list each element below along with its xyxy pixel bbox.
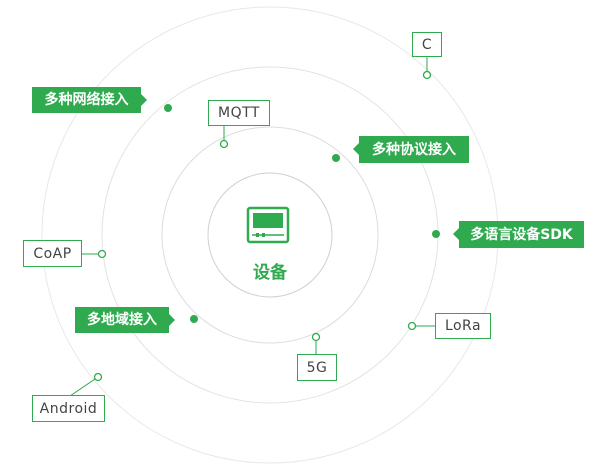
mqtt-dot bbox=[221, 141, 228, 148]
multi-region-notch bbox=[169, 314, 175, 326]
monitor-device-icon bbox=[248, 208, 288, 242]
multi-lang-sdk-dot bbox=[432, 230, 440, 238]
lora-dot bbox=[409, 323, 416, 330]
android-connector bbox=[70, 377, 98, 396]
coap-tag: CoAP bbox=[23, 240, 82, 267]
lora-tag: LoRa bbox=[435, 313, 491, 339]
multi-protocol-dot bbox=[332, 154, 340, 162]
multi-region-dot bbox=[190, 315, 198, 323]
multi-network-tag: 多种网络接入 bbox=[32, 87, 141, 113]
fiveg-tag: 5G bbox=[297, 354, 337, 381]
coap-dot bbox=[99, 251, 106, 258]
android-tag: Android bbox=[32, 395, 105, 422]
mqtt-tag: MQTT bbox=[208, 100, 270, 126]
c-dot bbox=[424, 72, 431, 79]
multi-protocol-tag: 多种协议接入 bbox=[359, 136, 469, 163]
c-tag: C bbox=[412, 32, 442, 57]
center-device-label: 设备 bbox=[230, 258, 310, 278]
multi-network-notch bbox=[141, 94, 147, 106]
multi-region-tag: 多地域接入 bbox=[75, 307, 169, 333]
multi-network-dot bbox=[164, 104, 172, 112]
fiveg-dot bbox=[313, 334, 320, 341]
android-dot bbox=[95, 374, 102, 381]
multi-lang-sdk-tag: 多语言设备SDK bbox=[459, 221, 584, 248]
